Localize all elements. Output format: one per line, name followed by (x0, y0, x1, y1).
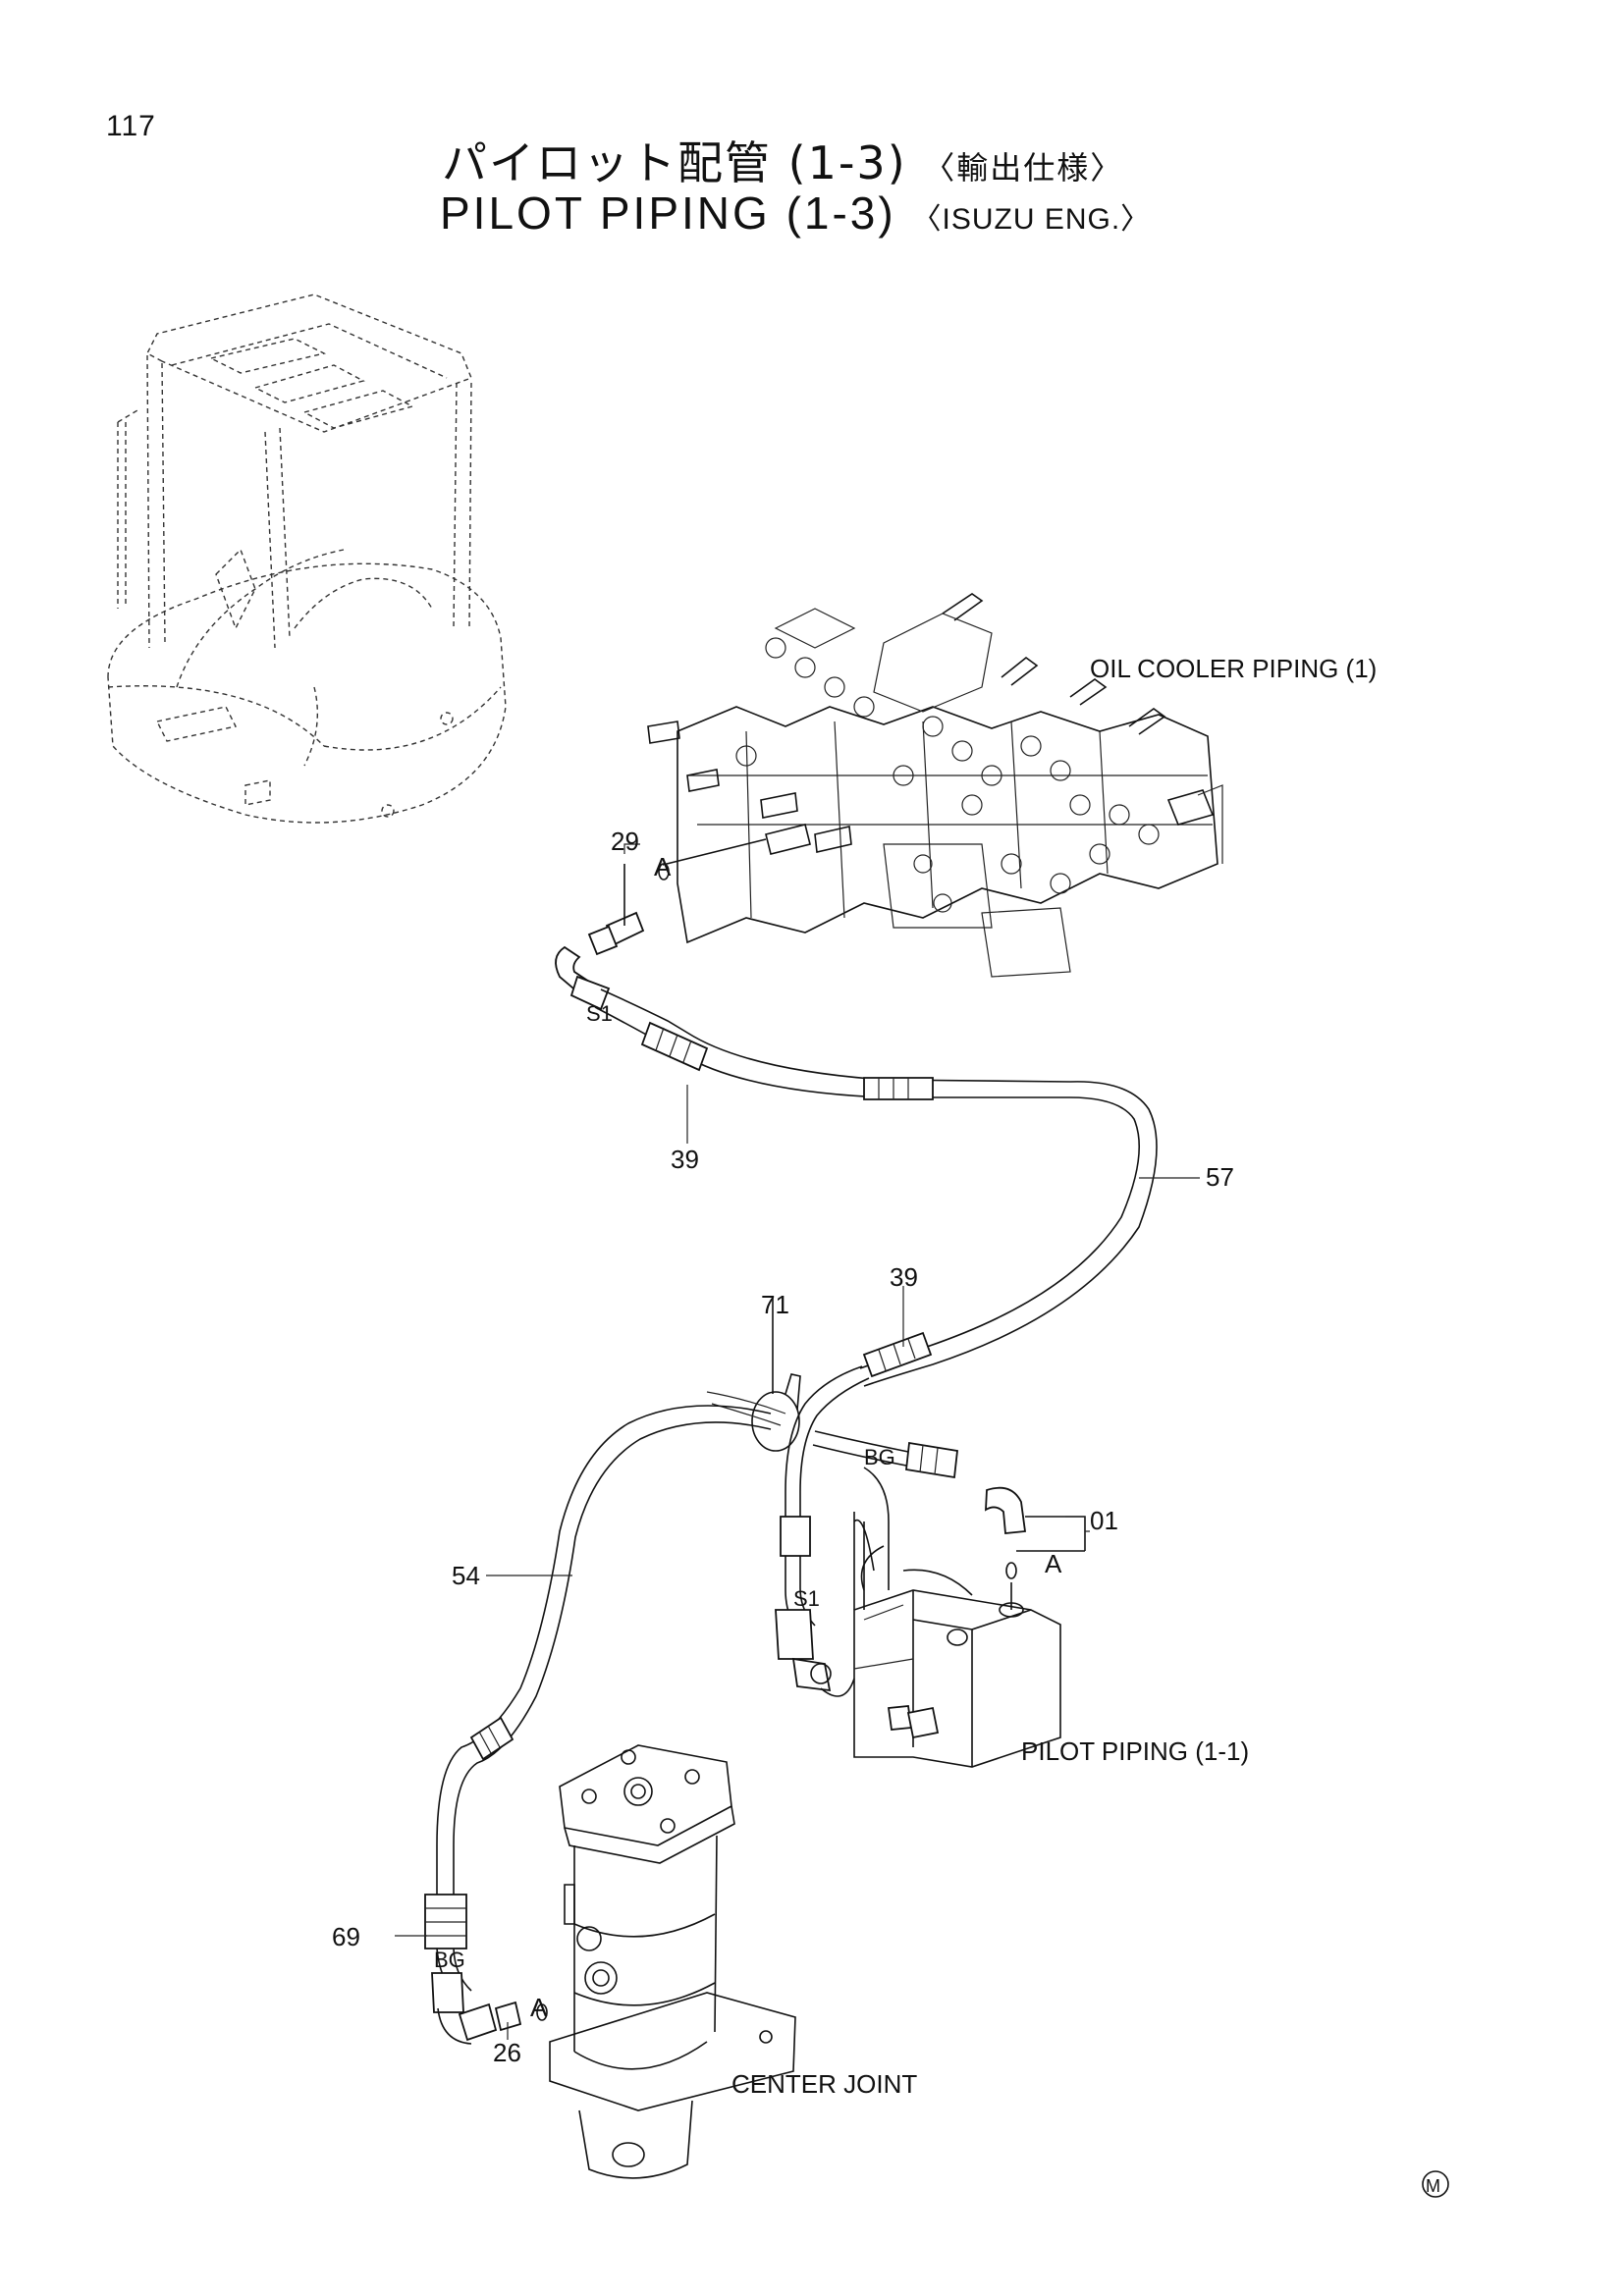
hose-54 (424, 1405, 772, 2045)
marker-a-pilot: A (1045, 1549, 1062, 1578)
marker-s1-upper: S1 (586, 1001, 613, 1026)
title-jp-spec: 〈輸出仕様〉 (923, 149, 1124, 187)
callout-26: 26 (493, 2038, 521, 2067)
title-en-spec: 〈ISUZU ENG.〉 (911, 203, 1152, 236)
callout-57: 57 (1206, 1162, 1234, 1192)
ref-oil-cooler-piping: OIL COOLER PIPING (1) (1090, 654, 1377, 683)
clamp-71 (706, 1296, 801, 1452)
leader-lines (395, 843, 1200, 2040)
callout-71: 71 (761, 1290, 789, 1319)
callout-39-lower: 39 (890, 1262, 918, 1292)
corner-mark-circle (1422, 2170, 1449, 2198)
title-en-text: PILOT PIPING (1-3) (440, 187, 896, 239)
page-number: 117 (106, 110, 156, 142)
leader-port-a (662, 838, 767, 866)
marker-a-top: A (654, 852, 672, 881)
pilot-valve-illustration (853, 1519, 1061, 1768)
hose-lower-right (775, 1331, 933, 1692)
connector-line-2 (853, 1512, 865, 1610)
center-joint-illustration (549, 1744, 796, 2179)
connector-line (820, 1678, 855, 1697)
o-ring-top (658, 863, 670, 881)
title-jp-text: パイロット配管 (1-3) (442, 136, 907, 189)
callout-39-upper: 39 (671, 1145, 699, 1174)
control-valve-illustration (647, 593, 1223, 978)
callout-01: 01 (1090, 1506, 1118, 1535)
hose-57 (555, 945, 1158, 1387)
ref-pilot-piping: PILOT PIPING (1-1) (1021, 1736, 1249, 1766)
title-japanese: パイロット配管 (1-3) 〈輸出仕様〉 (442, 128, 1123, 192)
marker-a-center: A (530, 1993, 548, 2022)
callout-29: 29 (611, 827, 639, 856)
marker-bg-upper: BG (864, 1445, 895, 1469)
title-english: PILOT PIPING (1-3) 〈ISUZU ENG.〉 (440, 187, 1151, 240)
fitting-29 (587, 864, 645, 956)
ref-center-joint: CENTER JOINT (731, 2069, 917, 2099)
callout-54: 54 (452, 1561, 480, 1590)
marker-bg-lower: BG (434, 1948, 465, 1972)
corner-mark-letter: M (1426, 2176, 1440, 2196)
connector-line-3 (863, 1467, 890, 1590)
fitting-01 (812, 1430, 1086, 1552)
excavator-overview-illustration (107, 294, 507, 824)
marker-s1-lower: S1 (793, 1586, 820, 1611)
callout-69: 69 (332, 1922, 360, 1951)
